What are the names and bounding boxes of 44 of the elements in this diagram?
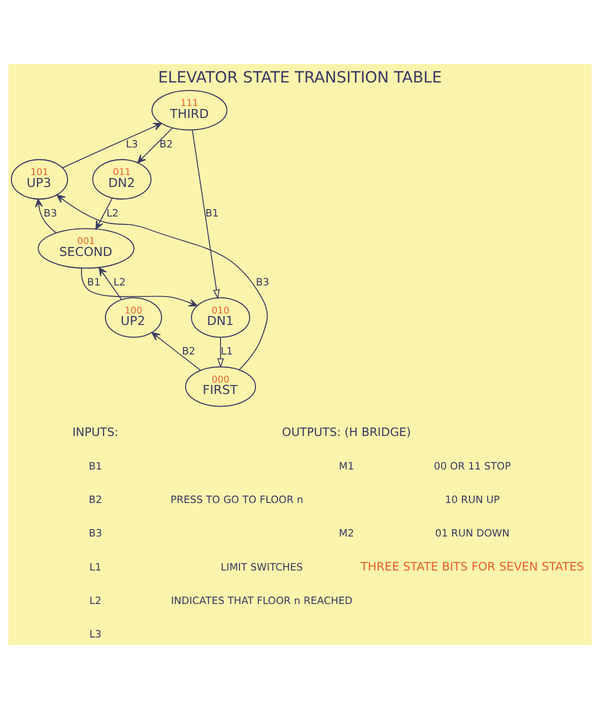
edge-label: B2 xyxy=(182,346,196,358)
label: 00 OR 11 STOP xyxy=(434,462,511,473)
label: PRESS TO GO TO FLOOR n xyxy=(170,495,304,506)
arrow xyxy=(98,267,122,300)
edge-label: L1 xyxy=(220,346,233,358)
node-ellipse: 000 FIRST xyxy=(185,366,256,407)
arrow xyxy=(56,194,268,370)
label: B2 xyxy=(88,495,102,506)
arrow xyxy=(152,332,201,371)
node-ellipse: 010 DN1 xyxy=(190,297,250,338)
label: INPUTS: xyxy=(72,424,118,439)
arrow xyxy=(80,268,198,307)
label: 01 RUN DOWN xyxy=(435,528,510,540)
label: L3 xyxy=(89,630,102,641)
diagram-title: ELEVATOR STATE TRANSITION TABLE xyxy=(158,68,442,87)
edge-label: L2 xyxy=(113,278,126,289)
arrow xyxy=(217,337,224,368)
node-ellipse: 011 DN2 xyxy=(92,159,152,200)
arrow xyxy=(35,198,57,234)
edge-label: B2 xyxy=(159,139,173,150)
edge-label: L2 xyxy=(106,208,119,220)
label: M2 xyxy=(338,528,354,540)
label: THREE STATE BITS FOR SEVEN STATES xyxy=(360,559,584,574)
label: B3 xyxy=(88,528,102,540)
node-ellipse: 001 SECOND xyxy=(38,228,134,269)
arrow xyxy=(95,198,113,230)
label: LIMIT SWITCHES xyxy=(220,562,303,574)
node-ellipse: 100 UP2 xyxy=(104,297,162,338)
arrow xyxy=(192,130,220,300)
arrow xyxy=(62,122,162,168)
edge-label: B1 xyxy=(87,278,101,289)
label: OUTPUTS: (H BRIDGE) xyxy=(282,424,411,439)
arrow xyxy=(137,128,173,164)
label: M1 xyxy=(338,462,354,473)
edge-label: L3 xyxy=(126,139,138,150)
label: L2 xyxy=(89,596,102,608)
node-ellipse: 101 UP3 xyxy=(10,159,68,200)
label: B1 xyxy=(88,462,102,473)
label: L1 xyxy=(89,562,102,574)
edge-label: B3 xyxy=(44,208,58,220)
edge-label: B3 xyxy=(256,278,270,289)
label: INDICATES THAT FLOOR n REACHED xyxy=(170,596,353,608)
edge-label: B1 xyxy=(205,208,219,220)
label: 10 RUN UP xyxy=(445,495,500,506)
